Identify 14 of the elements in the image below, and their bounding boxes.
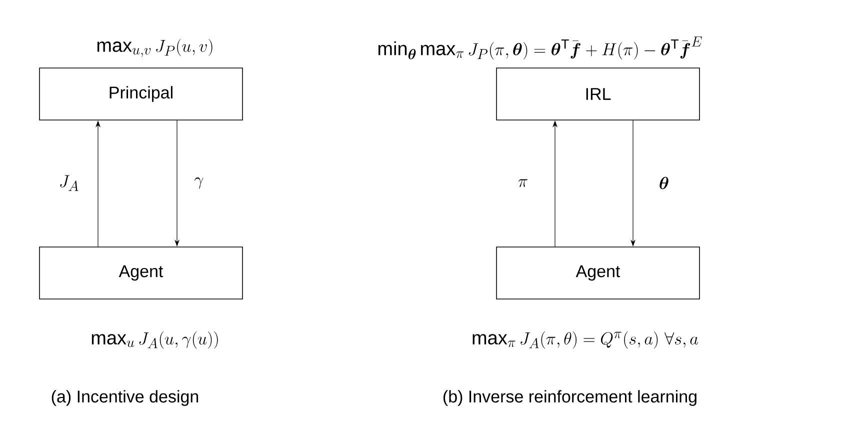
edge-label: $J_A$ bbox=[60, 175, 78, 191]
process-box: Agent bbox=[496, 246, 700, 300]
formula: $\max_{u} J_A(u,\gamma(u))$ bbox=[92, 331, 218, 349]
formula: $\min_{\boldsymbol{\theta}} \max_{\pi} J_P(\pi,\boldsymbol{\theta}) = \boldsymbol{\theta}^{\mathrm{T}}\bar{\boldsymbol{f}} + H(\pi) - \boldsymbol{\theta}^{\mathrm{T}}\bar{\boldsymbol{f}}^{E}$ bbox=[378, 36, 702, 60]
process-box: Agent bbox=[39, 246, 243, 300]
formula: $\max_{u,v} J_P(u,v)$ bbox=[97, 38, 212, 58]
caption: (a) Incentive design bbox=[52, 390, 198, 406]
process-box: IRL bbox=[496, 68, 700, 120]
process-box: Principal bbox=[39, 68, 243, 120]
edge-label: $\pi$ bbox=[518, 179, 528, 187]
formula: $\max_{\pi} J_A(\pi,\theta) = Q^{\pi}(s,a)\ \forall s,a$ bbox=[472, 331, 698, 349]
caption: (b) Inverse reinforcement learning bbox=[444, 390, 696, 406]
edge-label: $\boldsymbol{\theta}$ bbox=[660, 176, 668, 190]
edge-label: $\gamma$ bbox=[194, 177, 204, 189]
